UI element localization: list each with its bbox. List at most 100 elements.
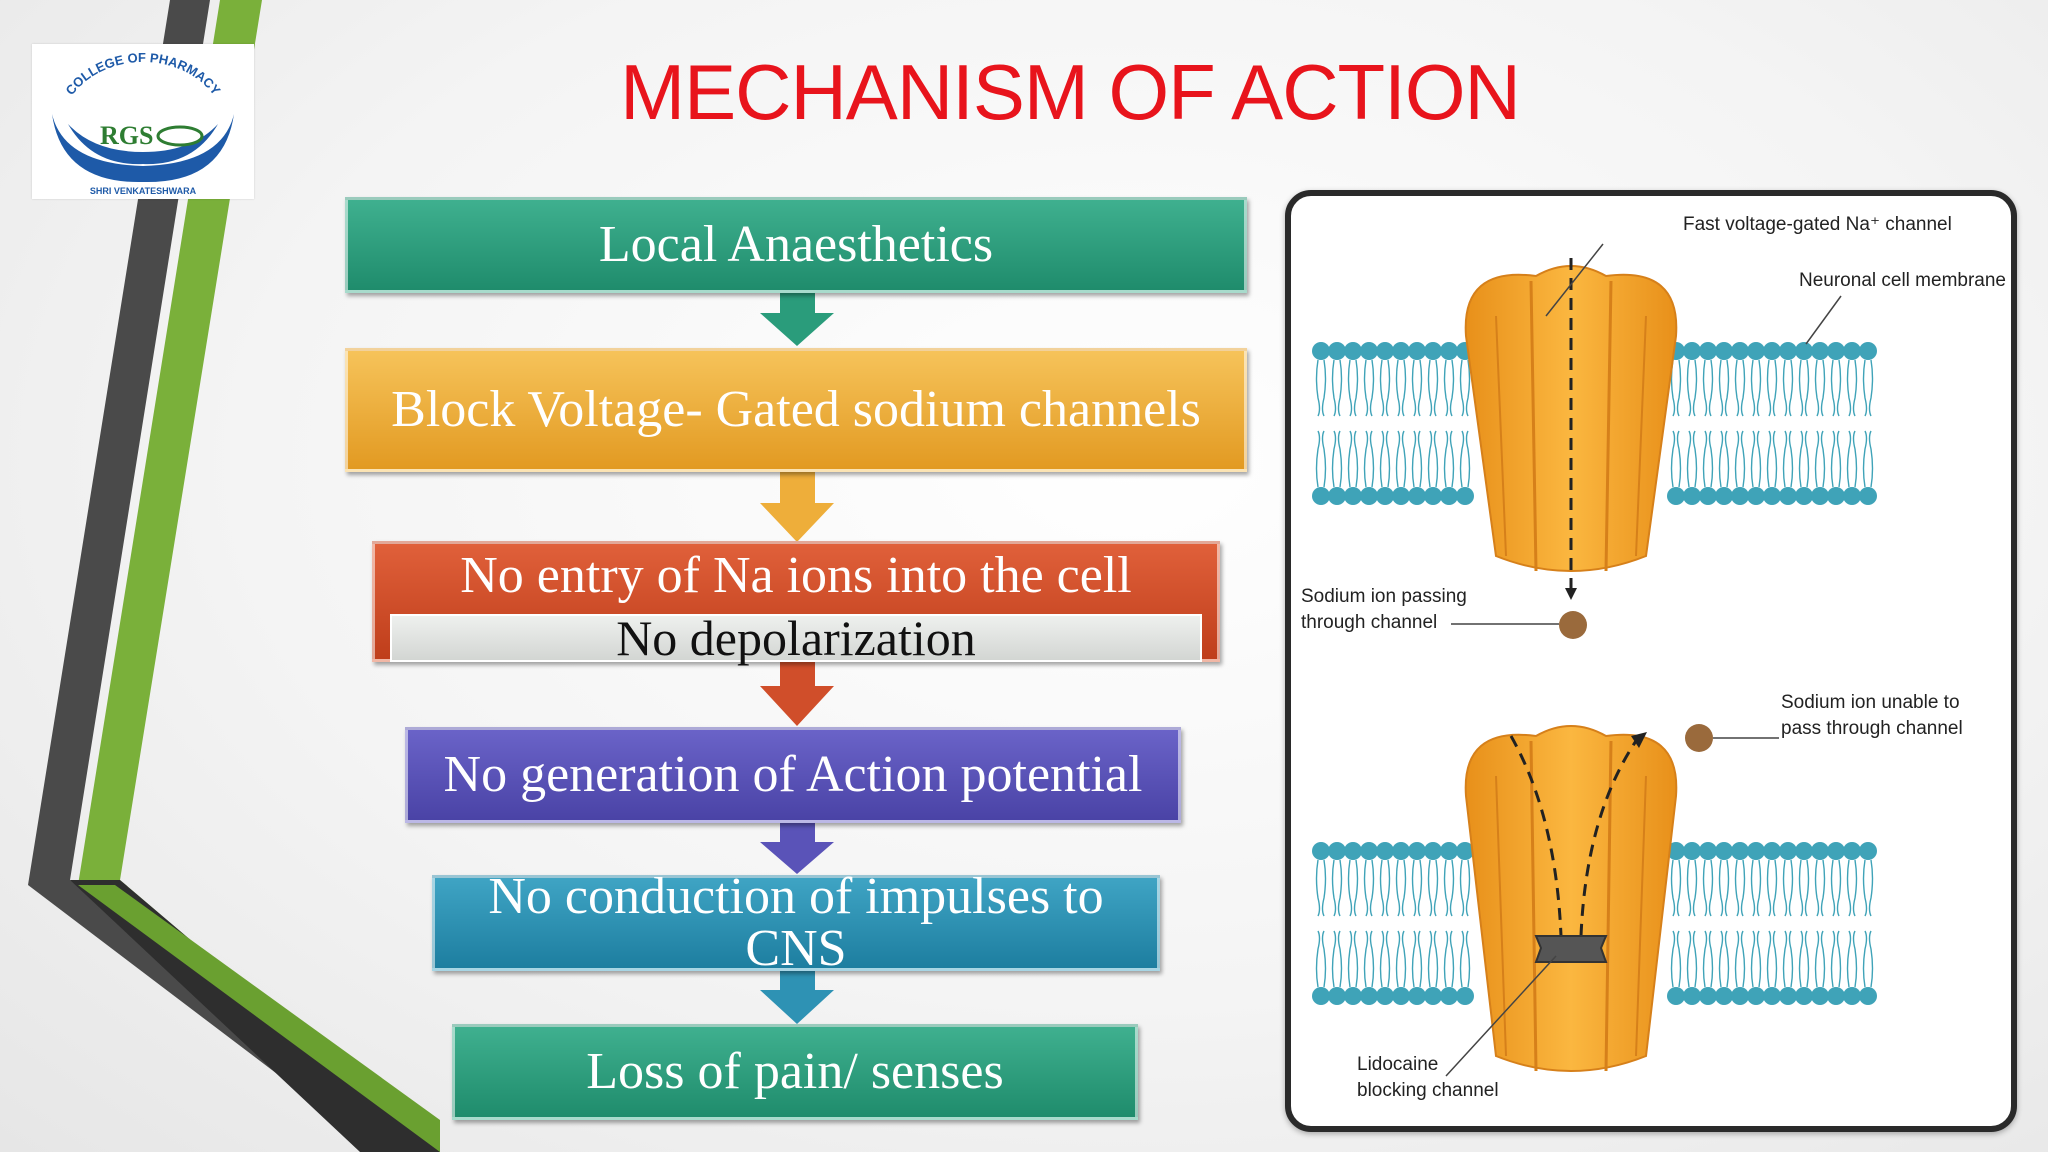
channel-illustration (1312, 243, 1877, 1077)
lipid-head (1376, 487, 1394, 505)
lipid-head (1392, 987, 1410, 1005)
logo-hand-left (52, 114, 234, 183)
lipid-head (1392, 842, 1410, 860)
lipid-tail (1862, 930, 1868, 988)
arrow-3 (760, 660, 834, 726)
label-membrane: Neuronal cell membrane (1799, 270, 2006, 291)
lipid-tail (1702, 930, 1708, 988)
step-no-action-potential: No generation of Action potential (405, 727, 1181, 823)
lipid-head (1843, 487, 1861, 505)
lipid-tail (1804, 859, 1810, 917)
lipid-tail (1804, 359, 1810, 417)
lipid-head (1408, 342, 1426, 360)
membrane-top (1312, 342, 1877, 505)
lipid-tail (1395, 859, 1401, 917)
lipid-tail (1846, 930, 1852, 988)
lipid-tail (1676, 859, 1682, 917)
label-unable-line2: pass through channel (1781, 717, 1963, 739)
lipid-tail (1718, 930, 1724, 988)
lipid-tail (1756, 859, 1762, 917)
lipid-tail (1443, 859, 1449, 917)
lipid-tail (1820, 930, 1826, 988)
lipid-tail (1459, 430, 1465, 488)
lipid-tail (1868, 430, 1874, 488)
lipid-tail (1353, 859, 1359, 917)
lipid-head (1811, 987, 1829, 1005)
lipid-tail (1708, 430, 1714, 488)
lipid-head (1392, 487, 1410, 505)
flow-arrows (760, 288, 834, 1024)
lipid-tail (1321, 859, 1327, 917)
lipid-tail (1443, 930, 1449, 988)
sodium-ion-blocked (1685, 724, 1713, 752)
lipid-tail (1830, 859, 1836, 917)
lipid-tail (1756, 930, 1762, 988)
lipid-head (1408, 842, 1426, 860)
step-no-conduction: No conduction of impulses to CNS (432, 871, 1160, 975)
lipid-tail (1740, 430, 1746, 488)
lipid-tail (1465, 930, 1471, 988)
lipid-tail (1401, 930, 1407, 988)
lipid-head (1328, 842, 1346, 860)
lipid-tail (1321, 430, 1327, 488)
lipid-tail (1363, 930, 1369, 988)
lipid-tail (1868, 930, 1874, 988)
lipid-tail (1337, 859, 1343, 917)
lipid-tail (1852, 859, 1858, 917)
lipid-tail (1814, 359, 1820, 417)
lipid-tail (1766, 859, 1772, 917)
lipid-head (1456, 987, 1474, 1005)
lipid-tail (1782, 859, 1788, 917)
lipid-head (1440, 987, 1458, 1005)
lipid-head (1392, 342, 1410, 360)
dark-stripe (70, 880, 440, 1152)
lipid-head (1779, 987, 1797, 1005)
lipid-head (1328, 987, 1346, 1005)
label-lidocaine-line2: blocking channel (1357, 1079, 1499, 1101)
lipid-head (1360, 987, 1378, 1005)
lipid-tail (1670, 859, 1676, 917)
lipid-head (1312, 987, 1330, 1005)
lipid-head (1811, 842, 1829, 860)
lipid-tail (1417, 930, 1423, 988)
lipid-head (1408, 487, 1426, 505)
sodium-ion-passing (1559, 611, 1587, 639)
lipid-tail (1724, 859, 1730, 917)
lipid-tail (1804, 430, 1810, 488)
lipid-tail (1782, 930, 1788, 988)
lipid-tail (1670, 430, 1676, 488)
lipid-tail (1465, 859, 1471, 917)
arrow-5 (760, 968, 834, 1024)
lipid-head (1715, 842, 1733, 860)
lipid-tail (1465, 430, 1471, 488)
lipid-tail (1369, 859, 1375, 917)
lipid-tail (1718, 859, 1724, 917)
lipid-tail (1772, 930, 1778, 988)
lipid-tail (1353, 359, 1359, 417)
lipid-tail (1369, 359, 1375, 417)
step-no-depolarization: No depolarization (390, 613, 1202, 663)
lipid-head (1344, 987, 1362, 1005)
lipid-tail (1686, 430, 1692, 488)
logo-hand-right (68, 124, 218, 165)
lipid-tail (1852, 930, 1858, 988)
lipid-head (1312, 342, 1330, 360)
lipid-tail (1830, 430, 1836, 488)
lipid-tail (1740, 930, 1746, 988)
lipid-head (1440, 342, 1458, 360)
lipid-tail (1782, 430, 1788, 488)
lipid-head (1683, 342, 1701, 360)
lipid-tail (1686, 930, 1692, 988)
lipid-tail (1401, 859, 1407, 917)
svg-text:SHRI VENKATESHWARA: SHRI VENKATESHWARA (90, 186, 197, 196)
lipid-tail (1830, 359, 1836, 417)
lipid-tail (1459, 359, 1465, 417)
lipid-tail (1449, 859, 1455, 917)
sodium-channel-figure: Fast voltage-gated Na⁺ channel Neuronal … (1285, 190, 2017, 1132)
lipid-head (1360, 342, 1378, 360)
lipid-tail (1676, 359, 1682, 417)
lipid-tail (1718, 430, 1724, 488)
lipid-head (1328, 487, 1346, 505)
lipid-tail (1427, 930, 1433, 988)
lipid-tail (1443, 430, 1449, 488)
